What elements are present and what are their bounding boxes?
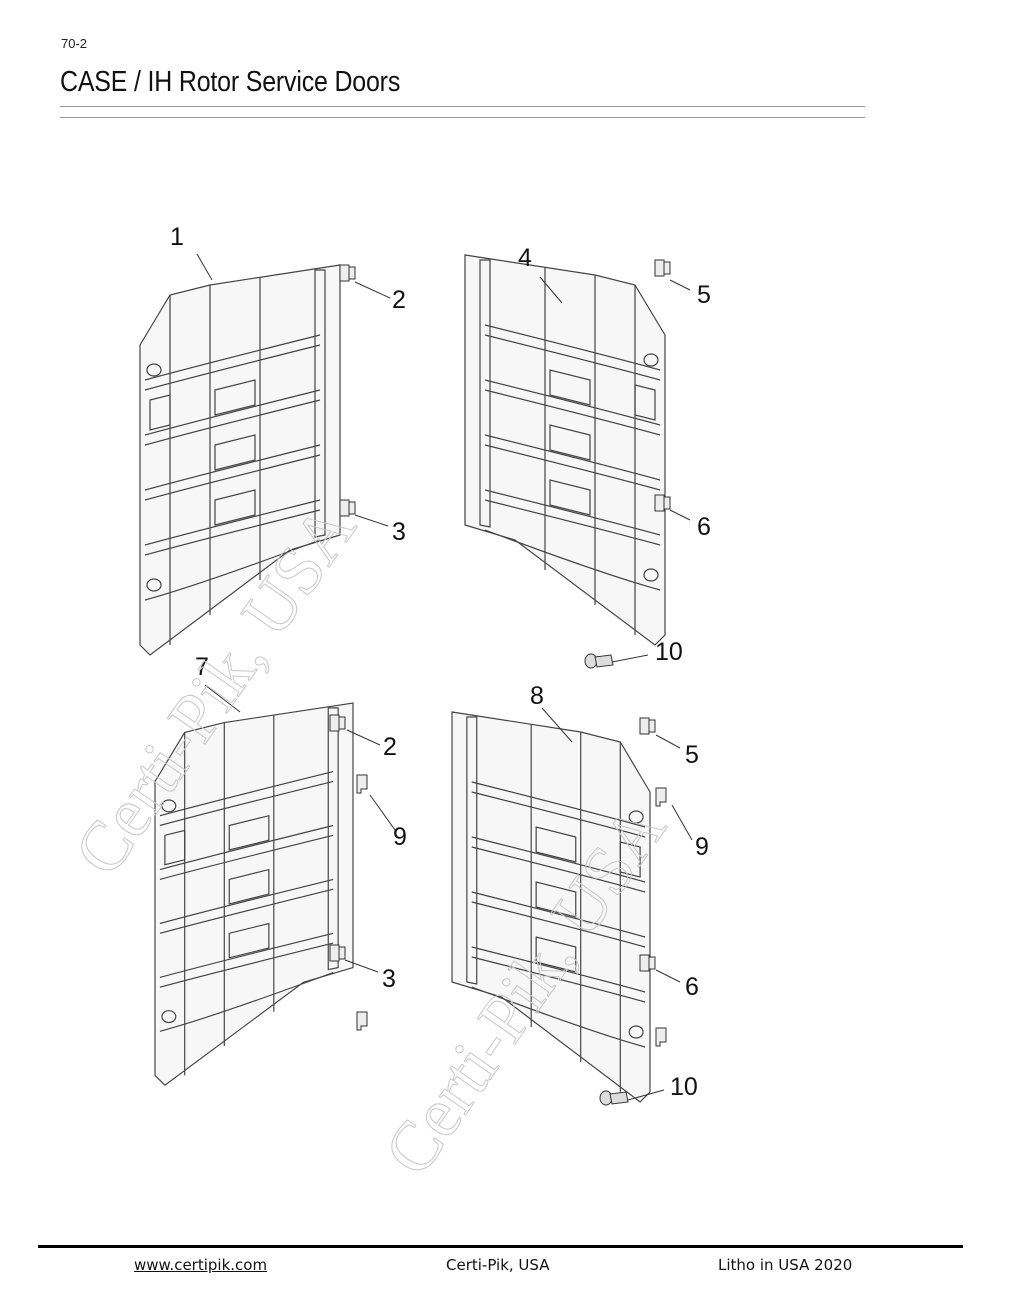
callout-10b: 10 (670, 1073, 698, 1101)
callout-5a: 5 (697, 281, 711, 309)
callout-4: 4 (518, 244, 532, 272)
callout-7: 7 (195, 653, 209, 681)
latch-part-10b (599, 1090, 629, 1106)
bracket-part-9b-lower (655, 1027, 667, 1047)
callout-6b: 6 (685, 973, 699, 1001)
footer-website-link[interactable]: www.certipik.com (134, 1256, 268, 1274)
bracket-part-9a-lower (356, 1011, 368, 1031)
callout-3a: 3 (392, 518, 406, 546)
header-rule-top (60, 106, 865, 107)
footer-rule (38, 1245, 963, 1248)
page-number: 70-2 (61, 36, 88, 51)
callout-9b: 9 (695, 833, 709, 861)
hinge-part-3a (339, 499, 356, 517)
hinge-part-6a (654, 494, 671, 512)
callout-9a: 9 (393, 823, 407, 851)
page-title: CASE / IH Rotor Service Doors (60, 66, 401, 98)
callout-2a: 2 (392, 286, 406, 314)
hinge-part-3b (329, 944, 346, 962)
callout-1: 1 (170, 223, 184, 251)
hinge-part-2b (329, 714, 346, 732)
bracket-part-9a (356, 774, 368, 794)
hinge-part-2a (339, 264, 356, 282)
parts-diagram: 1 2 3 4 5 6 10 7 2 9 3 8 5 9 6 10 Certi-… (60, 223, 711, 1190)
callout-6a: 6 (697, 513, 711, 541)
footer-litho: Litho in USA 2020 (718, 1256, 853, 1274)
footer-company: Certi-Pik, USA (446, 1256, 550, 1274)
hinge-part-5b (639, 717, 656, 735)
callout-3b: 3 (382, 965, 396, 993)
hinge-part-6b (639, 954, 656, 972)
leader-lines (196, 253, 693, 1101)
door-4-drawing (464, 254, 666, 646)
header-rule-bottom (60, 117, 865, 118)
hinge-part-5a (654, 259, 671, 277)
callout-8: 8 (530, 682, 544, 710)
callout-5b: 5 (685, 741, 699, 769)
callout-2b: 2 (383, 733, 397, 761)
callout-10a: 10 (655, 638, 683, 666)
latch-part-10a (584, 653, 614, 669)
bracket-part-9b (655, 787, 667, 807)
